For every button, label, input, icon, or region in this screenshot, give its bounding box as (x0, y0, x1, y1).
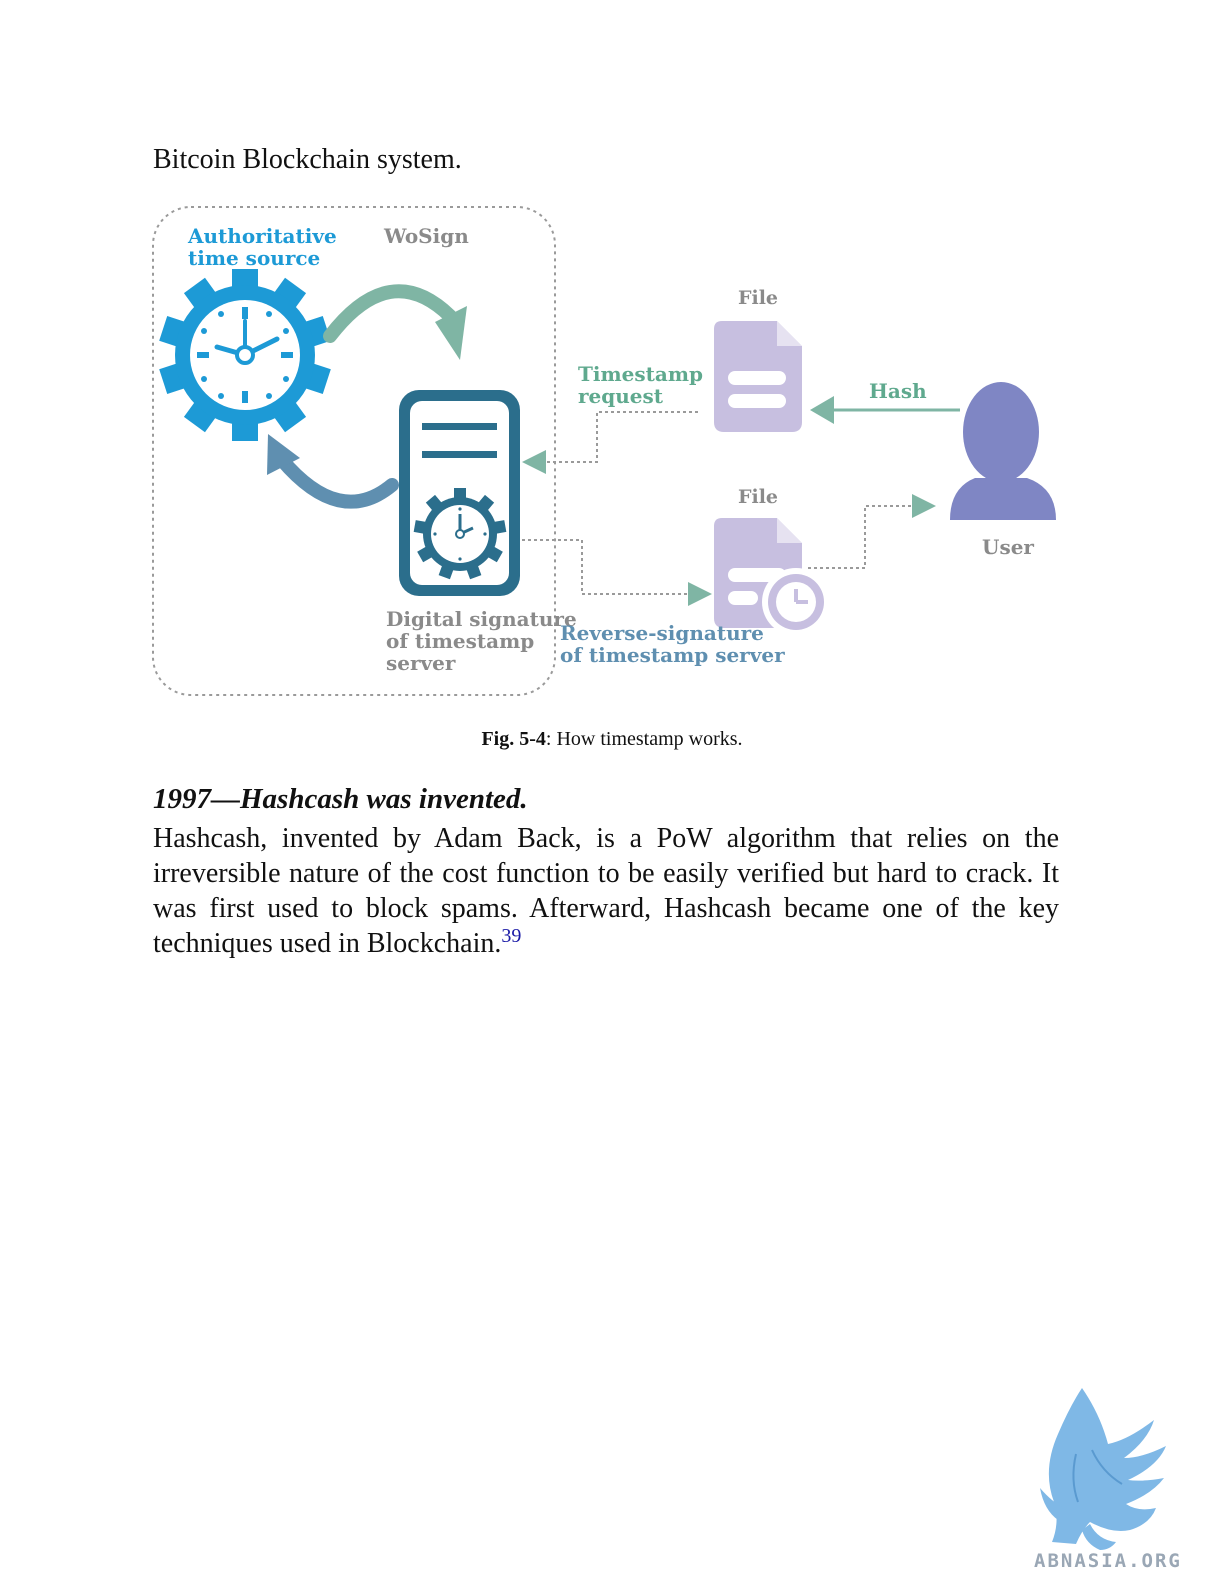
section-heading: 1997—Hashcash was invented. (153, 783, 528, 815)
file-icon (714, 321, 802, 432)
user-icon (950, 382, 1056, 520)
griffin-logo-icon: ABNASIA.ORG (1034, 1388, 1182, 1572)
caption-text: : How timestamp works. (545, 728, 743, 750)
digital-signature-label-2: of timestamp (386, 629, 534, 653)
timestamp-diagram: Authoritative time source WoSign (152, 206, 1056, 696)
curved-arrow-back-icon (267, 434, 399, 509)
server-icon (399, 390, 520, 596)
reverse-signature-label-2: of timestamp server (560, 643, 785, 667)
timestamp-request-arrow (542, 411, 698, 463)
file-to-user-arrow (808, 505, 916, 569)
file-bottom-label: File (738, 486, 778, 508)
intro-text: Bitcoin Blockchain system. (153, 144, 462, 175)
file-clock-icon (714, 518, 830, 636)
user-label: User (982, 535, 1034, 559)
server-boundary (152, 206, 556, 696)
watermark: ABNASIA.ORG (1030, 1384, 1210, 1574)
time-source-label: Authoritative (187, 224, 337, 248)
body-paragraph: Hashcash, invented by Adam Back, is a Po… (153, 821, 1059, 961)
digital-signature-label-3: server (386, 651, 456, 675)
timestamp-figure: Authoritative time source WoSign (150, 198, 1070, 708)
clock-gear-icon (159, 269, 331, 441)
footnote-ref-link[interactable]: 39 (501, 925, 522, 947)
caption-label: Fig. 5-4 (481, 728, 546, 750)
wosign-label: WoSign (383, 224, 469, 248)
figure-caption: Fig. 5-4: How timestamp works. (0, 726, 1224, 752)
timestamp-request-label: Timestamp (578, 362, 703, 386)
file-top-label: File (738, 287, 778, 309)
timestamp-request-label-2: request (578, 384, 664, 408)
hash-label: Hash (869, 379, 927, 403)
digital-signature-label: Digital signature (386, 607, 577, 631)
curved-arrow-icon (323, 284, 467, 360)
watermark-text: ABNASIA.ORG (1034, 1550, 1182, 1572)
body-text: Hashcash, invented by Adam Back, is a Po… (153, 823, 1059, 959)
reverse-signature-label: Reverse-signature (560, 621, 764, 645)
reverse-signature-arrow (522, 539, 690, 595)
time-source-label-2: time source (188, 246, 320, 270)
